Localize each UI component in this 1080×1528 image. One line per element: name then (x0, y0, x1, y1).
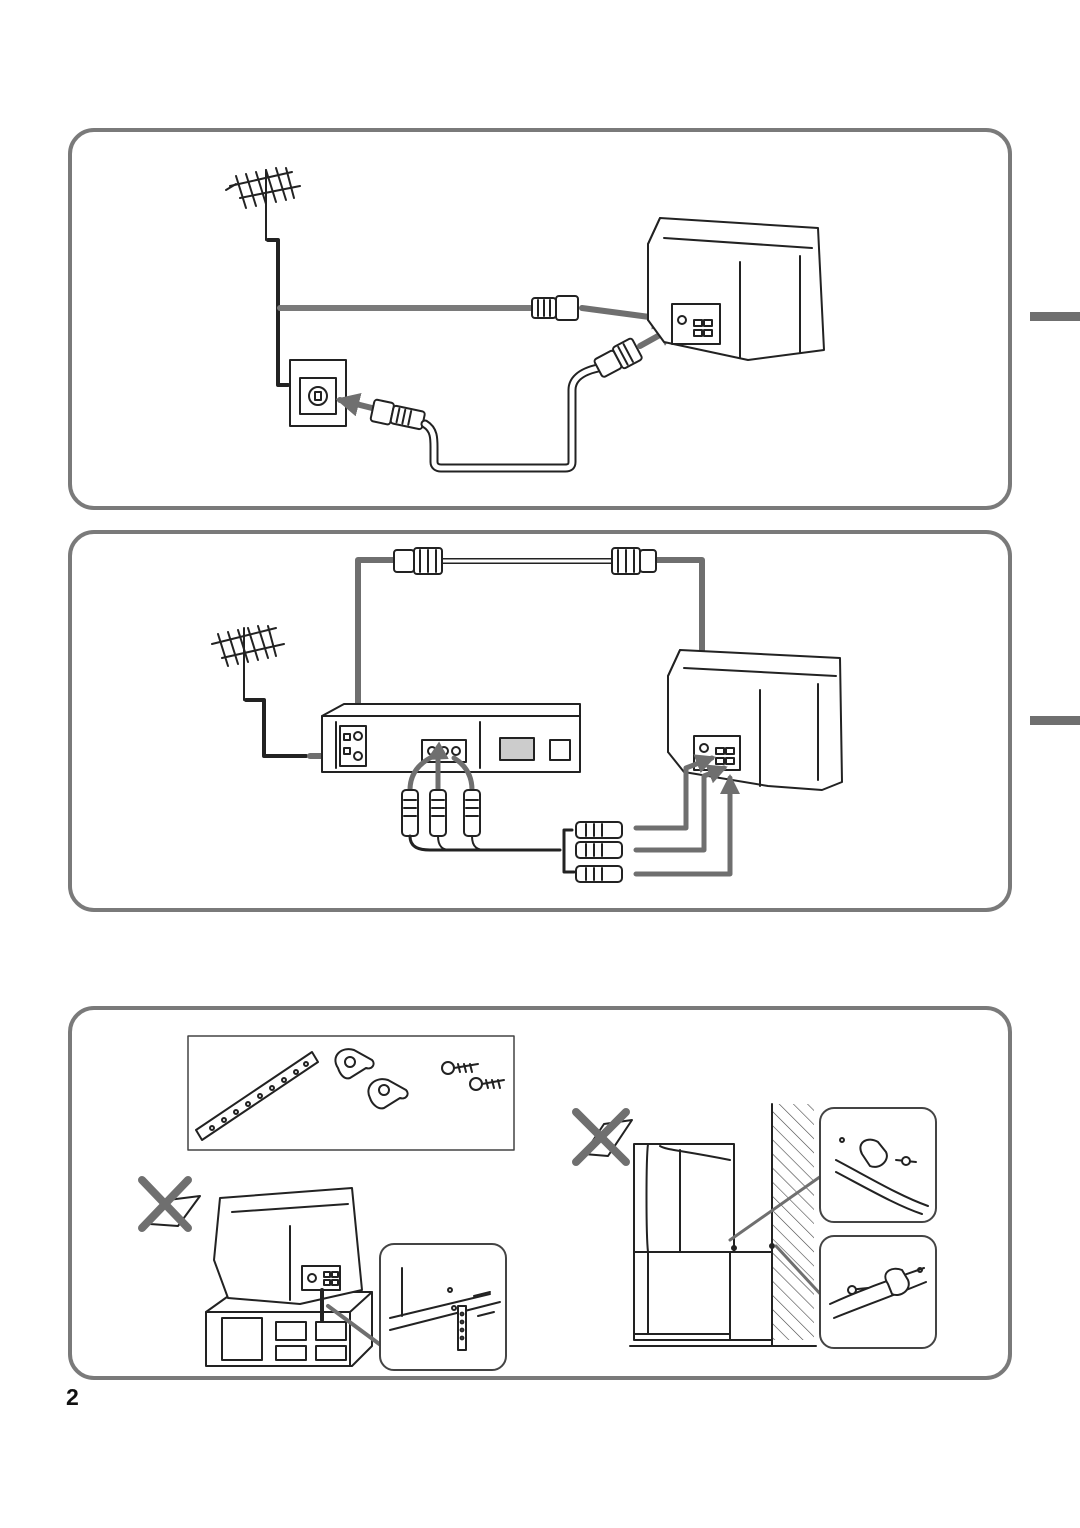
section-tab-1 (1030, 312, 1080, 321)
antenna-icon (211, 625, 285, 701)
strap-icon (195, 1051, 319, 1141)
section-tab-2 (1030, 716, 1080, 725)
coaxial-plug-icon (369, 398, 426, 431)
coaxial-plug-icon (531, 295, 579, 321)
coaxial-plug-icon (393, 547, 443, 575)
antenna-icon (225, 167, 301, 241)
tv-against-wall-icon (633, 1143, 775, 1341)
coaxial-plug-icon (611, 547, 657, 575)
rf-cable-vcr (346, 557, 401, 731)
tv-on-stand-icon (205, 1187, 373, 1367)
rca-plug-icon (575, 865, 623, 883)
vcr-icon (321, 703, 581, 773)
callout-line (326, 1304, 384, 1348)
rca-plug-icon (429, 789, 447, 837)
detail-inset-strap (379, 1243, 507, 1371)
rca-plug-icon (463, 789, 481, 837)
rca-plug-icon (401, 789, 419, 837)
clamp-icon (334, 1048, 375, 1080)
not-allowed-cross-icon (572, 1108, 633, 1166)
screw-icon (469, 1077, 505, 1091)
arrow-to-outlet (335, 393, 375, 417)
callout-line (774, 1244, 826, 1300)
callout-line (728, 1172, 826, 1242)
detail-inset-clamp-lower (819, 1235, 937, 1349)
wall-outlet-icon (289, 359, 347, 427)
tv-icon (667, 649, 843, 791)
screw-icon (441, 1061, 479, 1075)
wall-icon (629, 1103, 817, 1347)
not-allowed-cross-icon (138, 1176, 201, 1232)
rca-plug-icon (575, 821, 623, 839)
antenna-cable (266, 238, 290, 387)
coaxial-plug-icon (593, 337, 643, 378)
page-number: 2 (66, 1384, 79, 1410)
clamp-icon (367, 1078, 409, 1110)
antenna-cable-2 (244, 698, 308, 758)
audio-video-cables (401, 741, 740, 883)
detail-inset-clamp-upper (819, 1107, 937, 1223)
tv-icon (647, 217, 825, 361)
rca-plug-icon (575, 841, 623, 859)
